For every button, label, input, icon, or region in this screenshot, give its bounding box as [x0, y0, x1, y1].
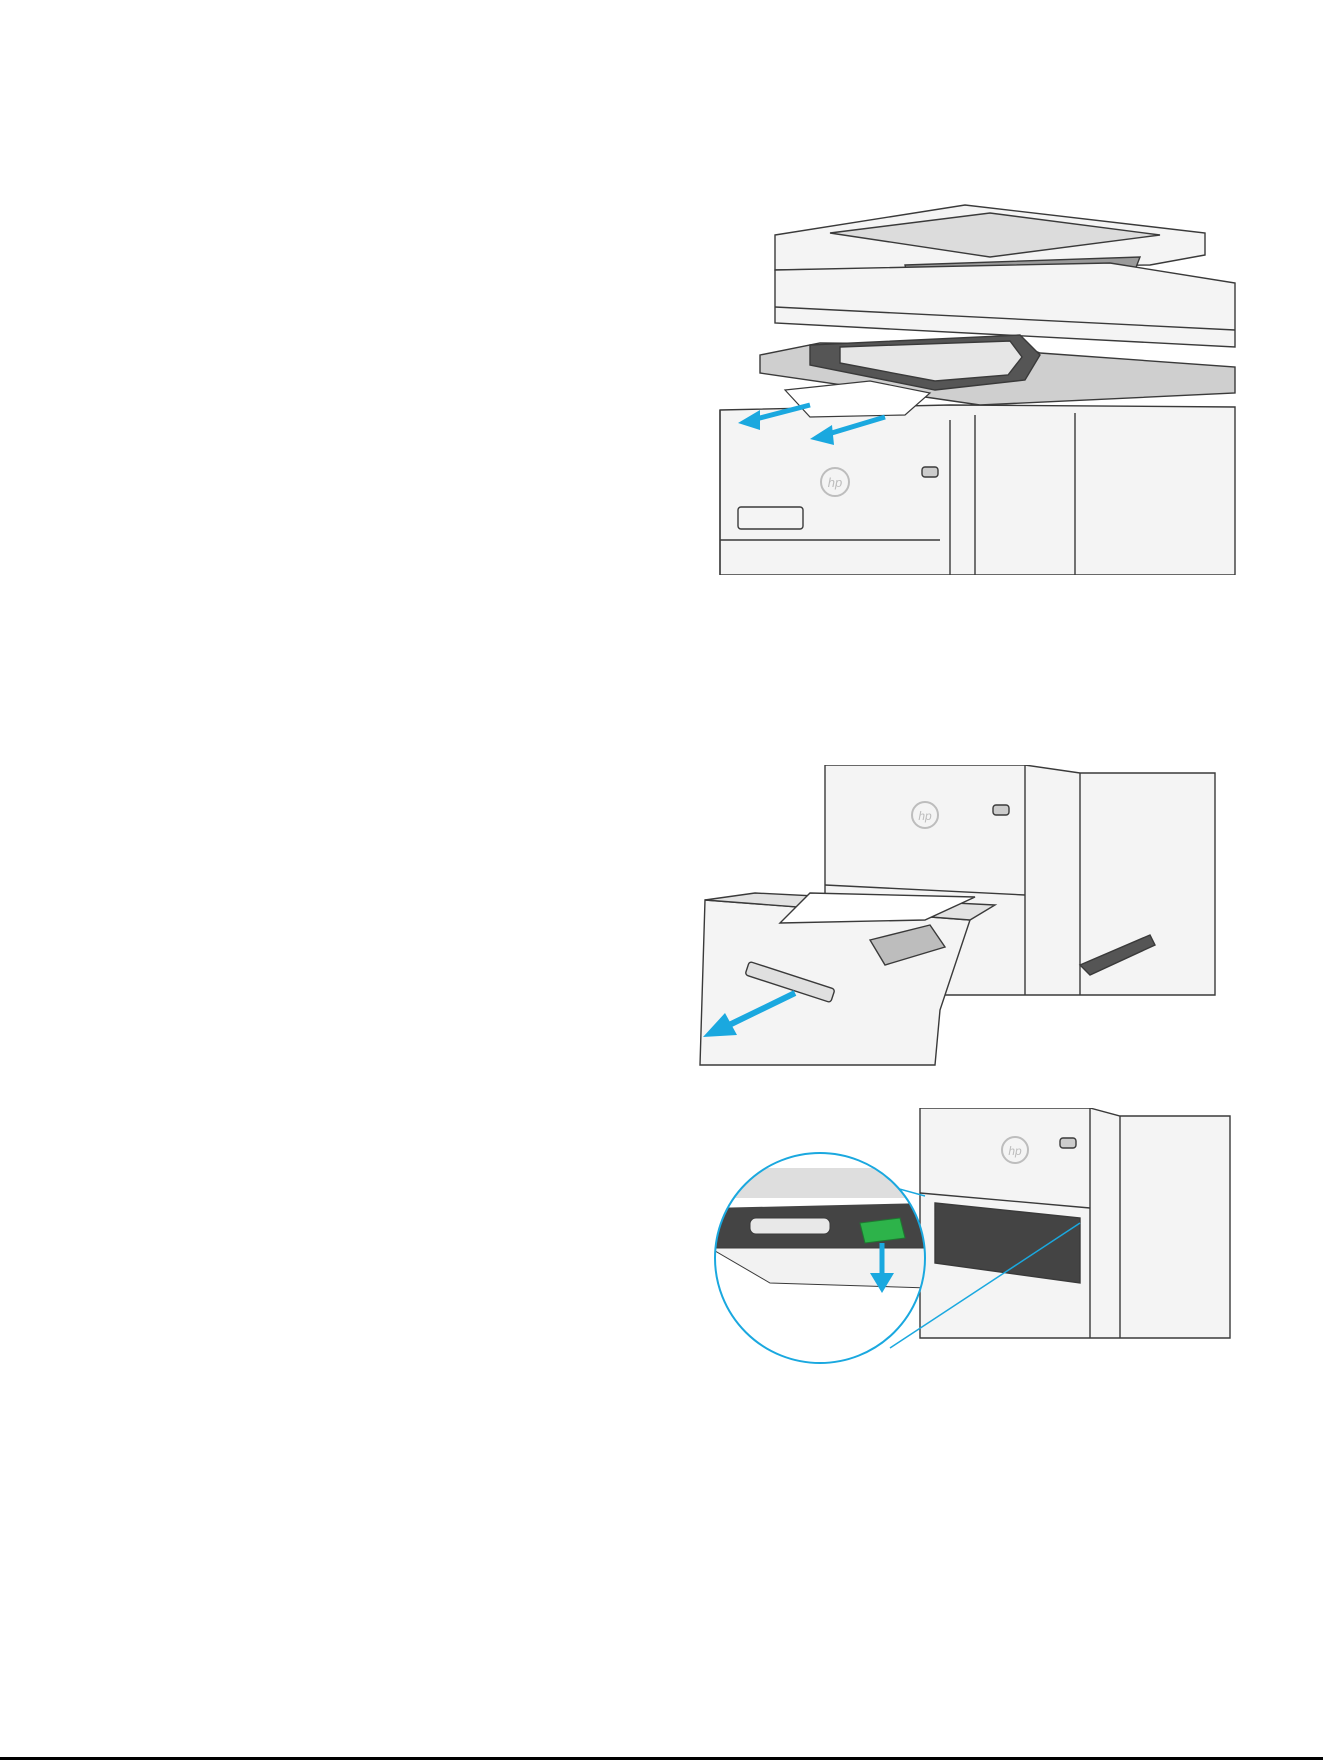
jam-release-lever-figure: hp	[710, 1108, 1245, 1370]
tray-open-figure: hp	[695, 765, 1235, 1070]
svg-text:hp: hp	[918, 809, 932, 823]
page-footer-rule	[0, 1757, 1323, 1760]
svg-text:hp: hp	[1008, 1144, 1022, 1158]
svg-text:hp: hp	[828, 475, 842, 490]
printer-output-bin-figure: hp	[690, 195, 1290, 575]
